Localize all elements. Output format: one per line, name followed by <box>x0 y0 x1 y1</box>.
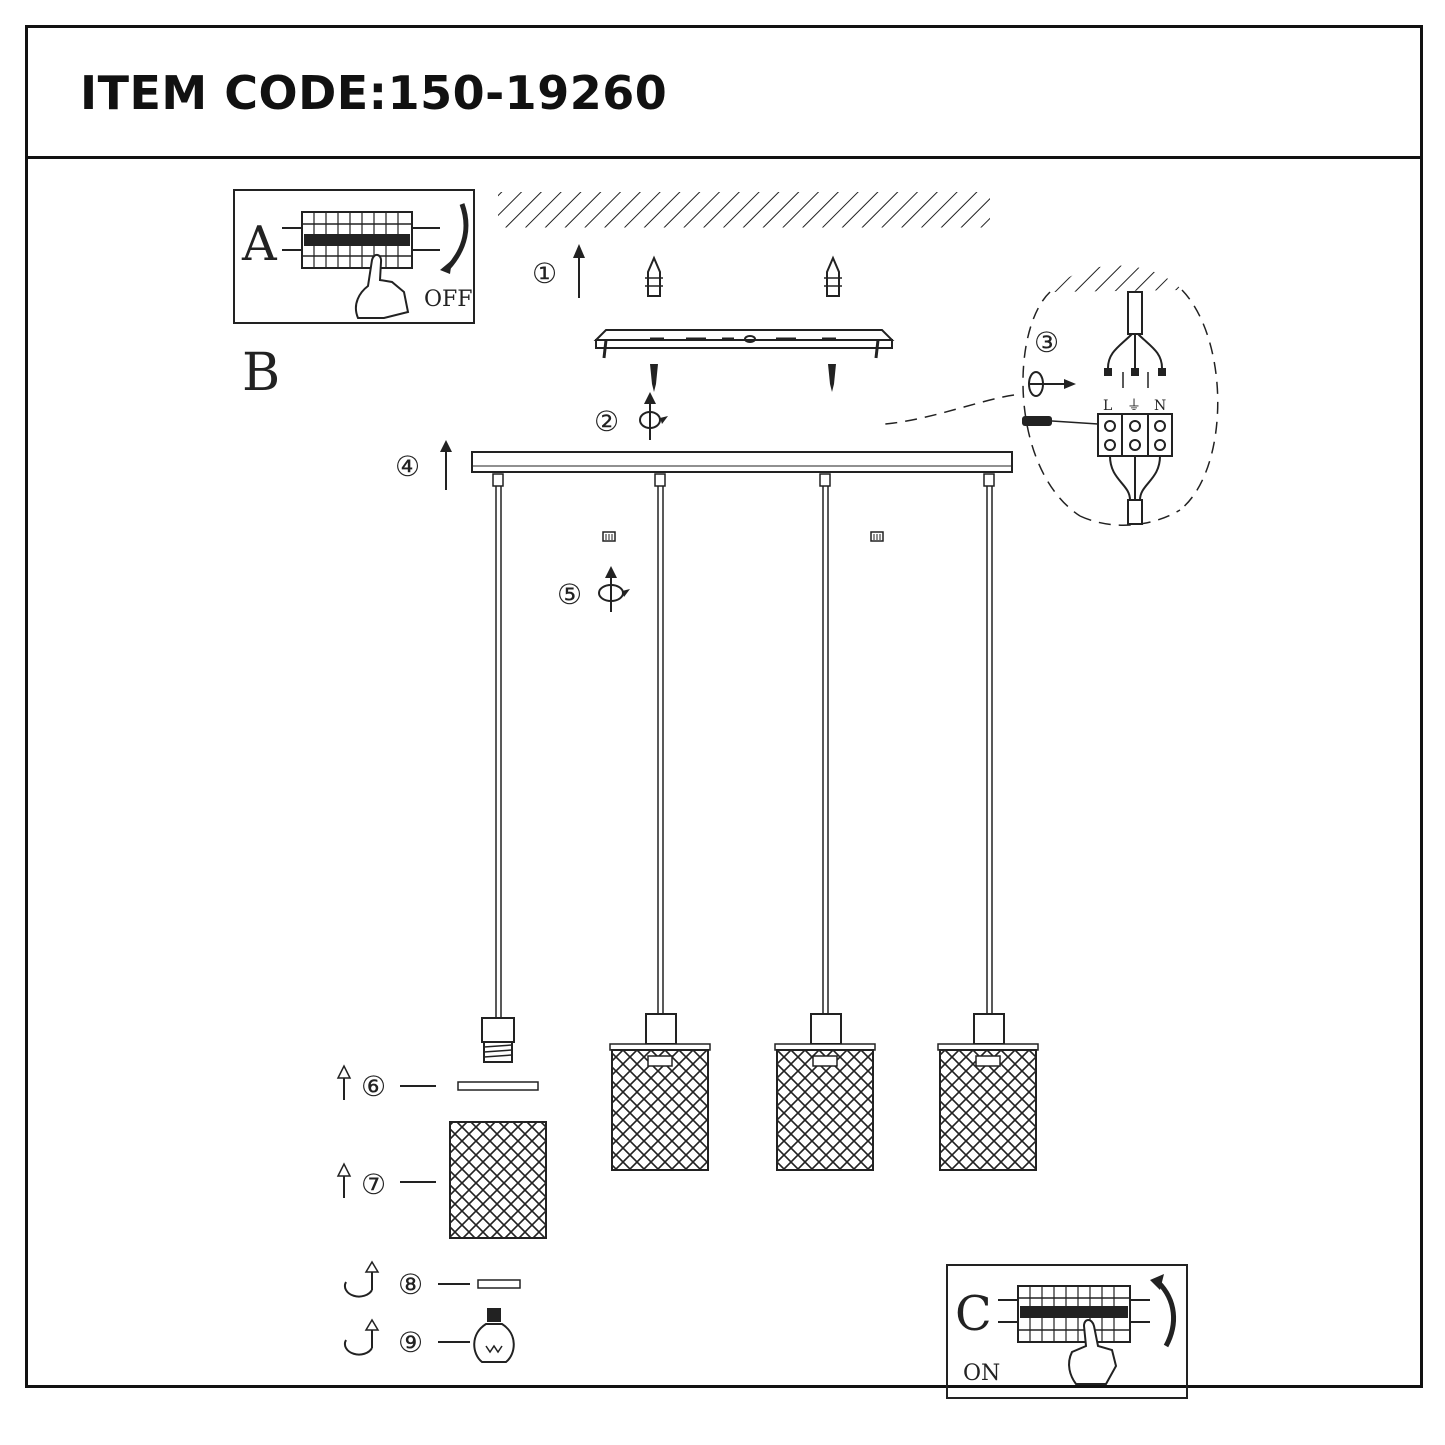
step-2-label: ② <box>594 405 619 438</box>
header-bar: ITEM CODE:150-19260 <box>28 28 1420 159</box>
screw-icon <box>650 364 658 392</box>
item-code: ITEM CODE:150-19260 <box>80 66 668 120</box>
rotate-up-icon <box>598 566 630 612</box>
up-arrow-icon <box>573 244 585 298</box>
panel-c-letter: C <box>955 1286 992 1342</box>
on-label: ON <box>963 1361 1000 1386</box>
instruction-sheet: ITEM CODE:150-19260 <box>25 25 1423 1388</box>
cap-ring-icon <box>477 1279 521 1289</box>
screwdriver-icon <box>1022 416 1099 426</box>
up-arrow-icon <box>336 1064 352 1100</box>
canopy-bar <box>471 451 1013 473</box>
up-arrow-icon <box>336 1162 352 1198</box>
step-1-label: ① <box>532 257 557 290</box>
step-3-label: ③ <box>1034 326 1059 359</box>
step-9-label: ⑨ <box>398 1326 423 1359</box>
panel-a-letter: A <box>241 216 278 272</box>
panel-b-letter: B <box>242 343 280 403</box>
breaker-row-icon <box>998 1285 1150 1343</box>
shade-ring <box>457 1081 539 1091</box>
pendant-shade <box>609 1013 711 1171</box>
terminal-earth-label: ⏚ <box>1127 398 1141 414</box>
curved-arrow-up-icon <box>1156 1280 1177 1348</box>
wiring-detail: ③ L ⏚ N <box>884 265 1219 526</box>
light-bulb-icon <box>473 1308 515 1363</box>
pendant-cord <box>819 473 831 1014</box>
curved-arrow-down-icon <box>446 203 469 270</box>
rotate-up-icon <box>343 1318 380 1356</box>
step-5-label: ⑤ <box>557 578 582 611</box>
hand-icon <box>1068 1319 1118 1385</box>
mounting-bracket <box>593 329 895 359</box>
lamp-holder <box>481 1017 515 1063</box>
step-6-label: ⑥ <box>361 1070 386 1103</box>
panel-a-breaker-off: A OFF <box>233 189 475 324</box>
pendant-shade <box>774 1013 876 1171</box>
pendant-cord <box>492 473 504 1018</box>
rotate-up-icon <box>639 392 668 440</box>
screw-icon <box>828 364 836 392</box>
pendant-shade <box>937 1013 1039 1171</box>
off-label: OFF <box>424 287 473 312</box>
terminal-neutral-label: N <box>1154 398 1166 414</box>
mesh-shade <box>449 1121 547 1239</box>
step-8-label: ⑧ <box>398 1268 423 1301</box>
panel-c-breaker-on: C ON <box>946 1264 1188 1399</box>
breaker-row-icon <box>282 211 440 269</box>
pendant-cord <box>654 473 666 1014</box>
rotate-up-icon <box>343 1260 380 1298</box>
wall-plug-icon <box>645 255 663 297</box>
wall-plug-icon <box>824 255 842 297</box>
cap-nut-icon <box>602 531 616 542</box>
hand-icon <box>354 254 410 319</box>
cap-nut-icon <box>870 531 884 542</box>
terminal-live-label: L <box>1103 398 1112 414</box>
step-4-label: ④ <box>395 450 420 483</box>
pendant-cord <box>983 473 995 1014</box>
step-7-label: ⑦ <box>361 1168 386 1201</box>
up-arrow-icon <box>440 440 452 490</box>
ceiling <box>498 192 990 229</box>
